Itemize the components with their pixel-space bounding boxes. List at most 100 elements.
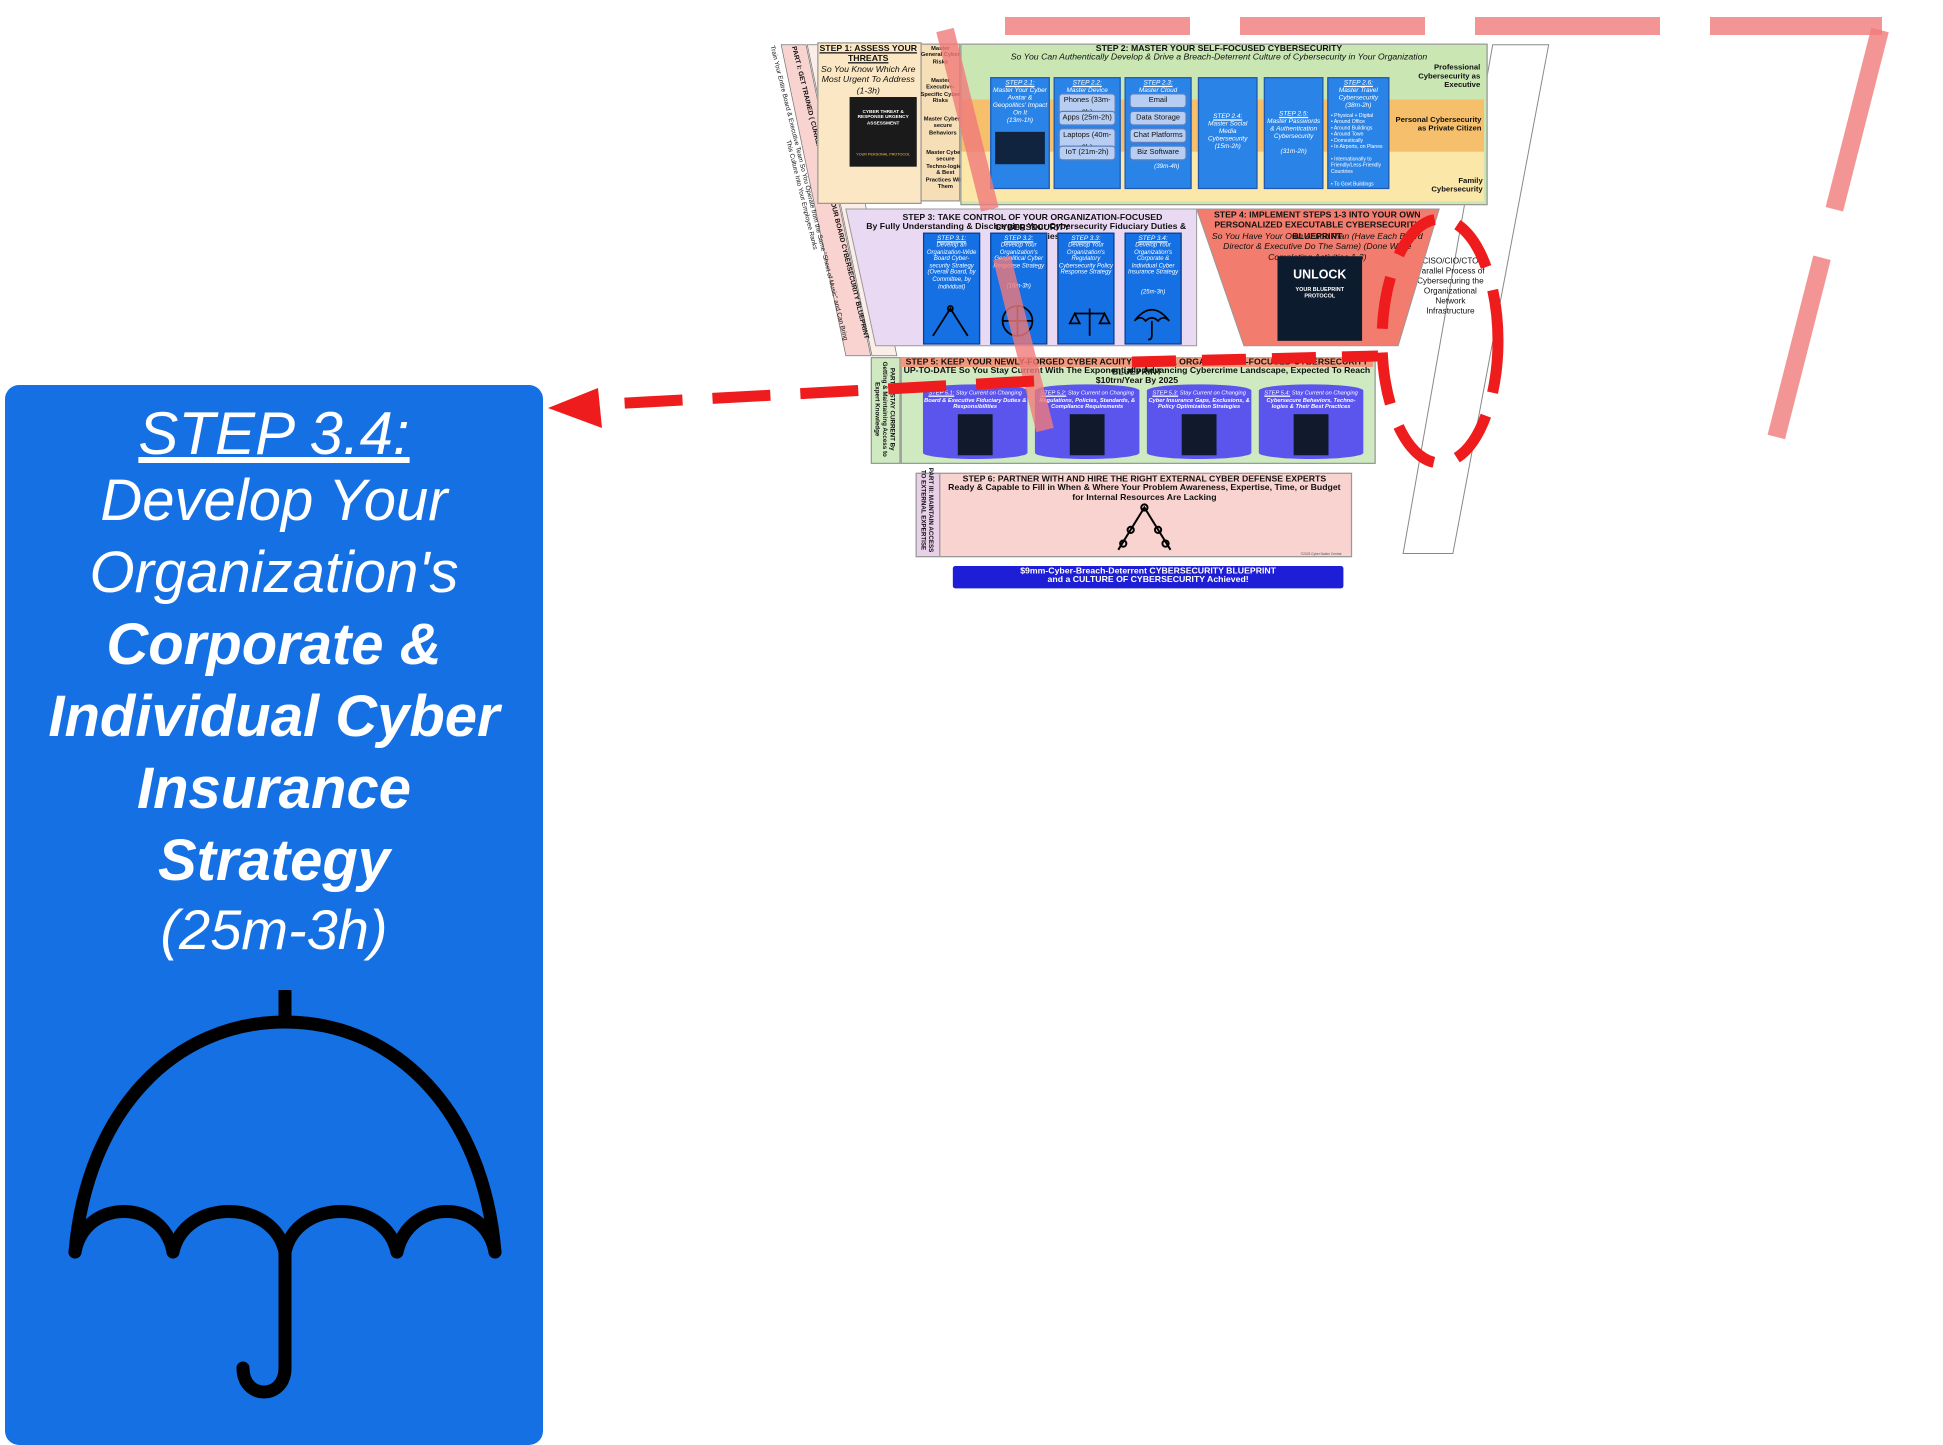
callout-step-label: STEP 3.4: — [138, 400, 410, 467]
master-item-2: Master Executive-Specific Cyber Risks — [920, 77, 961, 104]
step2-4-duration: (15m-2h) — [1214, 143, 1241, 151]
step2-5-box: STEP 2.5: Master Passwords & Authenticat… — [1263, 77, 1324, 190]
step2-4-box: STEP 2.4: Master Social Media Cybersecur… — [1197, 77, 1258, 190]
step1-sub: So You Know Which Are Most Urgent To Add… — [821, 65, 916, 86]
step2-5-text: Master Passwords & Authentication Cybers… — [1267, 118, 1321, 141]
step5-sub: UP-TO-DATE So You Stay Current With The … — [903, 366, 1371, 387]
step5-4-text: Cybersecure Behaviors, Techno-logies & T… — [1266, 396, 1356, 410]
band-family: Family Cybersecurity — [1431, 176, 1483, 195]
step6-sub: Ready & Capable to Fill in When & Where … — [948, 483, 1341, 504]
band-personal: Personal Cybersecurity as Private Citize… — [1395, 115, 1482, 134]
travel-list-8: • To Govt Buildings — [1330, 180, 1374, 187]
step2-6-box: STEP 2.6: Master Travel Cybersecurity (3… — [1327, 77, 1390, 190]
step5-1-label: STEP 5.1: Stay Current on Changing — [928, 389, 1022, 396]
book-subtitle: YOUR PERSONAL PROTOCOL — [856, 151, 911, 157]
callout-bold4: Strategy — [157, 828, 391, 893]
step2-1-label: STEP 2.1: — [1005, 79, 1035, 88]
step3-title: STEP 3: TAKE CONTROL OF YOUR ORGANIZATIO… — [902, 213, 1163, 234]
final-line1: $9mm-Cyber-Breach-Deterrent CYBERSECURIT… — [1020, 567, 1277, 576]
umbrella-icon — [68, 990, 502, 1399]
travel-list-6: • In Airports, on Planes — [1330, 143, 1383, 150]
step5-4-label: STEP 5.4: Stay Current on Changing — [1264, 389, 1358, 396]
travel-list-1: • Physical + Digital — [1330, 111, 1374, 119]
step5-1-text: Board & Executive Fiduciary Duties & Res… — [924, 396, 1027, 410]
travel-list-2: • Around Office — [1330, 118, 1365, 125]
step5-3-cylinder: STEP 5.3: Stay Current on Changing Cyber… — [1146, 384, 1252, 459]
callout-line2: Organization's — [89, 540, 459, 605]
step3-1-label: STEP 3.1: — [936, 235, 967, 243]
master-item-3: Master Cyber-secure Behaviors — [923, 115, 962, 136]
step5-3-text: Cyber Insurance Gaps, Exclusions, & Poli… — [1148, 396, 1250, 410]
step6-box — [939, 472, 1353, 558]
travel-list-3: • Around Buildings — [1330, 124, 1373, 131]
step3-2-text: Develop Your Organization's Geopolitical… — [993, 242, 1045, 270]
callout-bold1: Corporate & — [106, 612, 442, 677]
step2-1-duration: (13m-1h) — [1006, 116, 1034, 125]
step2-4-label: STEP 2.4: — [1213, 113, 1243, 121]
step5-3-cover — [1181, 414, 1217, 456]
step5-2-cover — [1069, 414, 1105, 456]
device-item-apps: Apps (25m-2h) — [1058, 110, 1116, 126]
step2-2-label: STEP 2.2: — [1072, 79, 1102, 88]
master-item-4: Master Cyber-secure Techno-logies & Best… — [925, 149, 966, 190]
ciso-outline — [1402, 44, 1550, 555]
cloud-item-storage: Data Storage — [1129, 110, 1187, 126]
step5-4-cover — [1293, 414, 1329, 456]
cloud-item-chat: Chat Platforms — [1129, 128, 1187, 144]
step3-4-label: STEP 3.4: — [1138, 235, 1168, 243]
step3-3-box: STEP 3.3: Develop Your Organization's Re… — [1057, 232, 1115, 345]
cyber-avatar-image — [995, 131, 1045, 165]
unlock-text: UNLOCK — [1293, 268, 1347, 283]
part2-band — [870, 356, 901, 464]
step2-title: STEP 2: MASTER YOUR SELF-FOCUSED CYBERSE… — [1095, 44, 1343, 54]
step3-4-circle-highlight — [1376, 213, 1504, 469]
callout-arrow-head — [548, 388, 602, 428]
step2-3-label: STEP 2.3: — [1143, 79, 1173, 88]
callout-bold2: Individual Cyber — [48, 684, 500, 749]
callout-title-bold: Corporate & Individual Cyber Insurance S… — [5, 609, 543, 897]
experts-icon — [1117, 503, 1172, 551]
step3-2-duration: (16m-3h) — [1006, 283, 1031, 290]
step5-1-cover — [957, 414, 993, 456]
step3-4-box: STEP 3.4: Develop Your Organization's Co… — [1124, 232, 1182, 345]
step2-6-label: STEP 2.6: — [1343, 79, 1373, 88]
step3-1-box: STEP 3.1: Develop an Organization-Wide B… — [922, 232, 981, 345]
callout-title-light: Develop Your Organization's — [5, 465, 543, 609]
step2-4-text: Master Social Media Cybersecurity — [1208, 120, 1248, 144]
travel-list-4: • Around Town — [1330, 130, 1364, 137]
threat-book-cover: CYBER THREAT & RESPONSE URGENCY ASSESSME… — [849, 97, 917, 167]
funnel-right-dash — [1764, 27, 1889, 453]
step5-2-cylinder: STEP 5.2: Stay Current on Changing Regul… — [1034, 384, 1140, 459]
band-professional: Professional Cybersecurity as Executive — [1418, 63, 1481, 90]
small-umbrella-icon — [1133, 308, 1170, 341]
step2-sub: So You Can Authentically Develop & Drive… — [1010, 53, 1428, 63]
step2-1-box: STEP 2.1: Master Your Cyber Avatar & Geo… — [990, 77, 1050, 190]
board-strategy-icon — [932, 306, 969, 337]
cloud-item-email: Email — [1129, 93, 1187, 109]
callout-line1: Develop Your — [100, 468, 448, 533]
step3-3-label: STEP 3.3: — [1071, 235, 1101, 243]
callout-duration: (25m-3h) — [160, 898, 388, 961]
step1-title: STEP 1: ASSESS YOUR THREATS — [819, 44, 918, 64]
ciso-text: CISO/CIO/CTO Parallel Process of Cyberse… — [1416, 257, 1485, 316]
step4-title: STEP 4: IMPLEMENT STEPS 1-3 INTO YOUR OW… — [1213, 211, 1421, 242]
book-title: CYBER THREAT & RESPONSE URGENCY ASSESSME… — [857, 109, 909, 126]
step3-underline-dash — [1131, 350, 1379, 368]
cloud-item-biz: Biz Software — [1129, 145, 1187, 161]
scales-icon — [1068, 308, 1111, 336]
unlock-book-cover: UNLOCK YOUR BLUEPRINT PROTOCOL — [1277, 256, 1363, 341]
step3-4-duration: (25m-3h) — [1140, 289, 1166, 297]
step3-1-text: Develop an Organization-Wide Board Cyber… — [926, 242, 977, 291]
step2-6-duration: (38m-2h) — [1345, 101, 1372, 110]
step5-3-label: STEP 5.3: Stay Current on Changing — [1152, 389, 1246, 396]
step3-4-callout: STEP 3.4: Develop Your Organization's Co… — [5, 385, 543, 1445]
step2-5-duration: (31m-2h) — [1280, 148, 1307, 156]
step5-2-text: Regulations, Policies, Standards, & Comp… — [1039, 396, 1136, 410]
step5-4-cylinder: STEP 5.4: Stay Current on Changing Cyber… — [1258, 384, 1364, 459]
unlock-sub: YOUR BLUEPRINT PROTOCOL — [1295, 286, 1345, 299]
step3-4-text: Develop Your Organization's Corporate & … — [1128, 242, 1179, 277]
step2-5-label: STEP 2.5: — [1279, 110, 1309, 119]
step2-6-text: Master Travel Cybersecurity — [1338, 87, 1379, 102]
final-line2: and a CULTURE OF CYBERSECURITY Achieved! — [1047, 575, 1249, 585]
device-item-iot: IoT (21m-2h) — [1058, 145, 1116, 161]
